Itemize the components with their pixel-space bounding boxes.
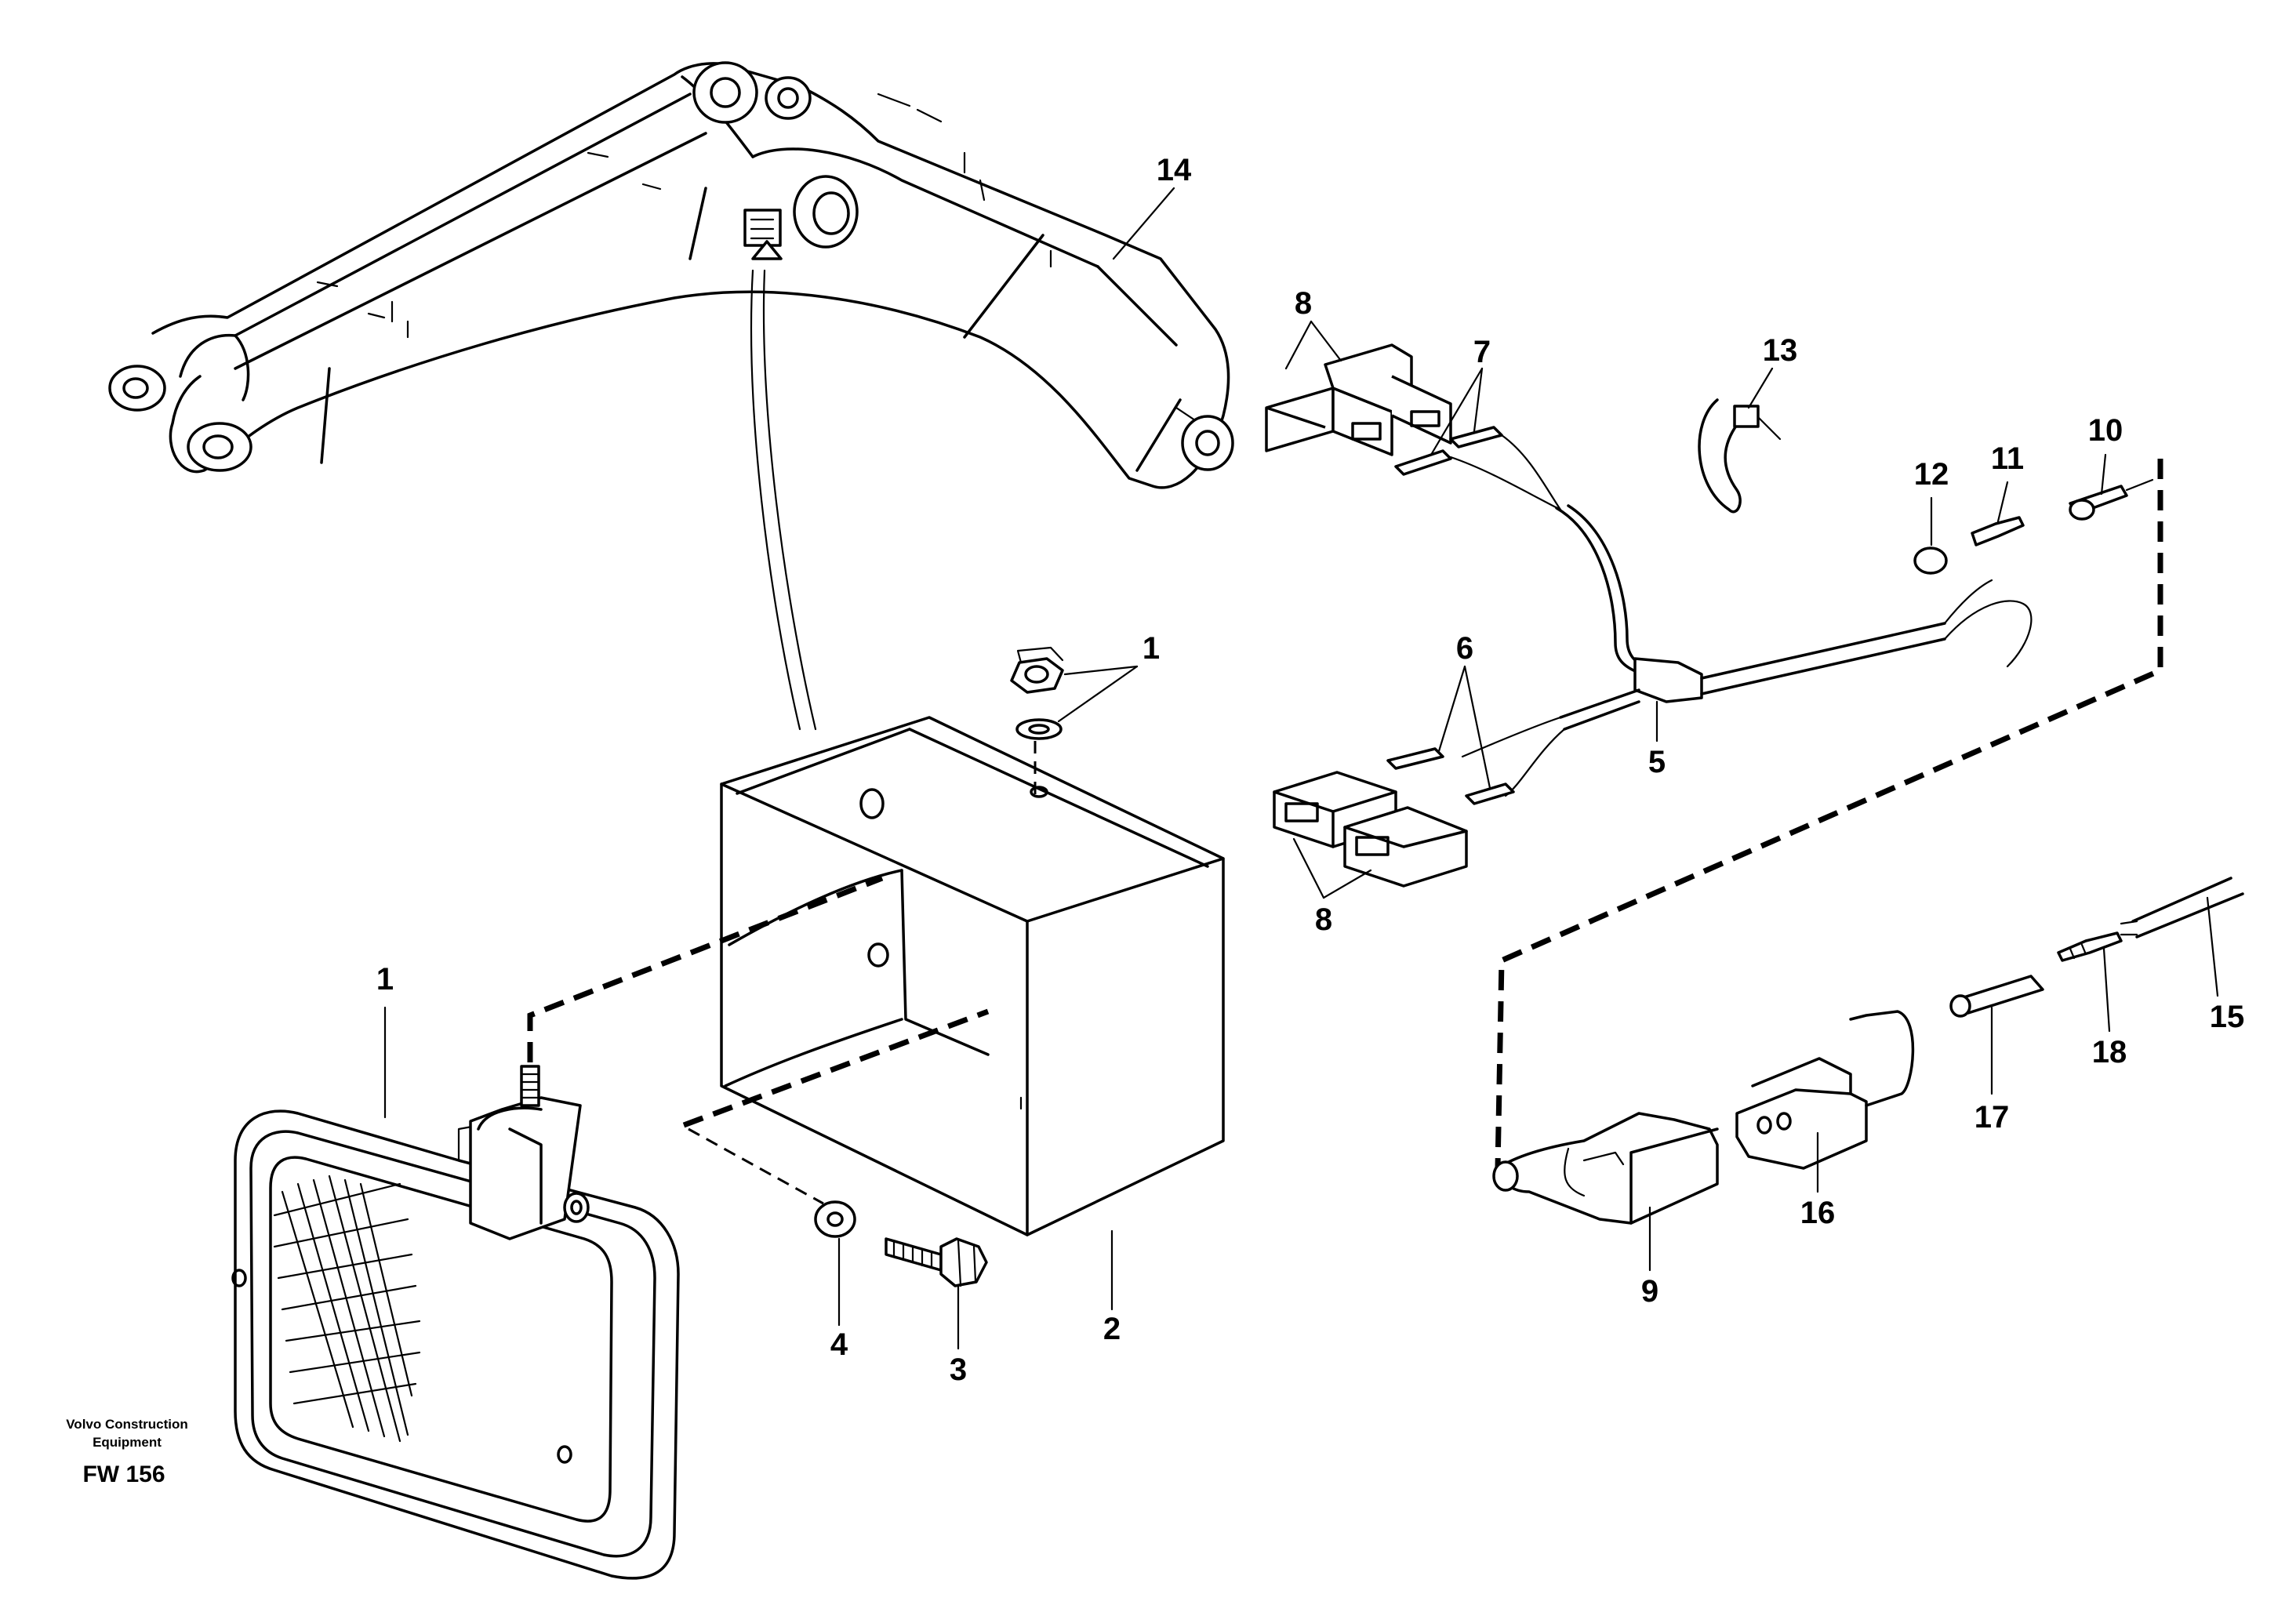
callout-10: 10	[2088, 413, 2123, 448]
callout-5: 5	[1648, 745, 1666, 779]
brand-line-2: Equipment	[93, 1435, 162, 1450]
callout-12: 12	[1914, 457, 1949, 492]
callout-6: 6	[1456, 631, 1473, 666]
callout-8-bottom: 8	[1315, 902, 1332, 937]
callout-3: 3	[950, 1352, 967, 1387]
callout-labels: 1 1 2 3 4 5 6 7 8 8 9 10 11 12 13 14 15 …	[376, 153, 2244, 1387]
leader-lines	[383, 187, 2219, 1350]
work-lamp	[231, 1065, 680, 1580]
callout-15: 15	[2210, 1000, 2245, 1034]
brand-line-1: Volvo Construction	[66, 1417, 188, 1432]
nut-and-washer	[1010, 646, 1064, 796]
wiring-harness	[1265, 343, 2154, 888]
callout-1-lamp: 1	[376, 962, 394, 997]
callout-4: 4	[830, 1327, 848, 1362]
callout-18: 18	[2092, 1035, 2127, 1069]
callout-2: 2	[1103, 1312, 1121, 1346]
plug-connectors	[1492, 877, 2244, 1225]
boom-arm	[108, 61, 1234, 731]
callout-9: 9	[1641, 1274, 1658, 1309]
figure-code: FW 156	[82, 1461, 165, 1487]
callout-17: 17	[1974, 1100, 2010, 1135]
callout-11: 11	[1991, 441, 2024, 476]
washer-and-screw	[814, 1200, 988, 1287]
callout-14: 14	[1157, 153, 1192, 187]
callout-8-top: 8	[1295, 286, 1312, 321]
callout-7: 7	[1473, 335, 1491, 369]
footer-brand: Volvo Construction Equipment FW 156	[66, 1417, 188, 1487]
callout-13: 13	[1763, 333, 1798, 368]
lamp-housing	[720, 716, 1225, 1236]
callout-1-nut: 1	[1143, 631, 1160, 666]
callout-16: 16	[1800, 1196, 1836, 1230]
